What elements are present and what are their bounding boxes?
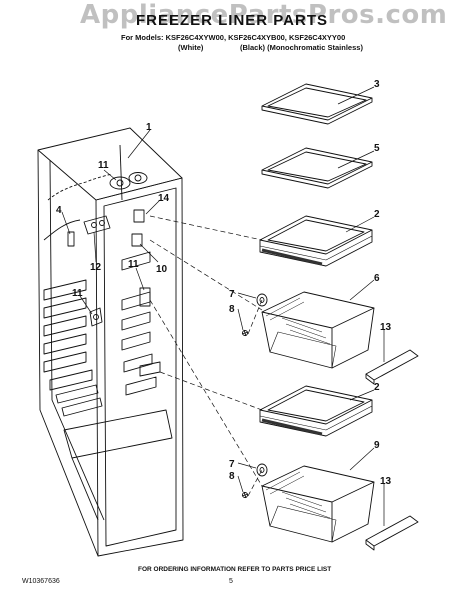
callout-13-upper: 13 — [380, 322, 392, 333]
crisper-drawer-9 — [261, 465, 375, 543]
drawer-rail-13-upper — [365, 349, 419, 385]
callout-3: 3 — [374, 79, 380, 90]
variant-white: (White) — [178, 43, 204, 52]
callout-4: 4 — [56, 205, 62, 216]
callout-7-upper: 7 — [229, 289, 235, 300]
ordering-note: FOR ORDERING INFORMATION REFER TO PARTS … — [138, 566, 332, 573]
roller-7-lower — [256, 463, 268, 477]
leader-lines — [61, 86, 385, 526]
screw-8-lower — [241, 491, 249, 499]
shelf-framed-2-upper — [259, 215, 373, 267]
callout-12: 12 — [90, 262, 102, 273]
shelf-glass-3 — [261, 83, 373, 125]
page-number: 5 — [229, 578, 233, 585]
callout-2-lower: 2 — [374, 382, 380, 393]
callout-6: 6 — [374, 273, 380, 284]
callout-9: 9 — [374, 440, 380, 451]
callout-13-lower: 13 — [380, 476, 392, 487]
document-number: W10367636 — [22, 578, 60, 585]
drawer-rail-13-lower — [365, 515, 419, 551]
shelf-framed-2-lower — [259, 385, 373, 437]
callout-8-upper: 8 — [229, 304, 235, 315]
screw-8-upper — [241, 329, 249, 337]
shelf-glass-5 — [261, 147, 373, 189]
assembly-lines — [149, 215, 263, 497]
variant-black: (Black) (Monochromatic Stainless) — [240, 43, 363, 52]
model-list: For Models: KSF26C4XYW00, KSF26C4XYB00, … — [121, 33, 346, 42]
callout-11-top: 11 — [98, 160, 109, 171]
crisper-drawer-6 — [261, 291, 375, 369]
callout-11-right: 11 — [128, 259, 139, 270]
callout-14: 14 — [158, 193, 170, 204]
callout-2-upper: 2 — [374, 209, 380, 220]
roller-7-upper — [256, 293, 268, 307]
callout-11-left: 11 — [72, 288, 83, 299]
callout-5: 5 — [374, 143, 380, 154]
callout-7-lower: 7 — [229, 459, 235, 470]
callout-10: 10 — [156, 264, 168, 275]
freezer-liner — [37, 127, 184, 557]
callout-8-lower: 8 — [229, 471, 235, 482]
page-title: FREEZER LINER PARTS — [135, 12, 329, 29]
callout-1: 1 — [146, 122, 152, 133]
